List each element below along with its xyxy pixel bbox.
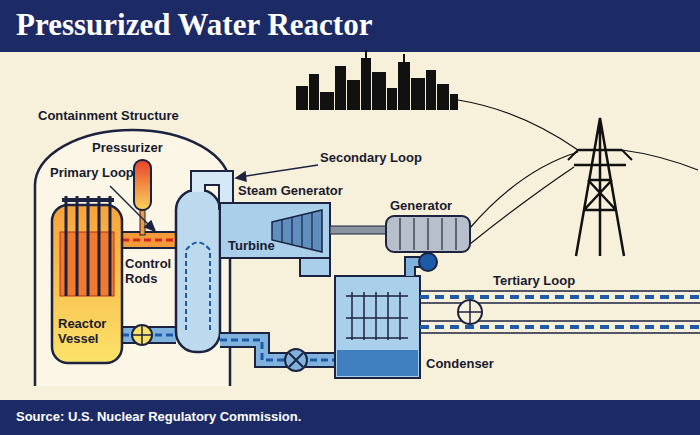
containment-dome bbox=[35, 130, 230, 386]
city-skyline bbox=[365, 50, 367, 58]
label-holder: Secondary Loop bbox=[320, 150, 422, 165]
hot-leg bbox=[122, 233, 176, 247]
city-skyline bbox=[403, 54, 405, 62]
city-skyline bbox=[426, 70, 436, 110]
city-skyline bbox=[372, 72, 386, 110]
condenser-tubes bbox=[346, 292, 408, 340]
caption: Source: U.S. Nuclear Regulatory Commissi… bbox=[16, 409, 301, 424]
part-label: Containment Structure bbox=[38, 108, 179, 123]
label-holder: Containment Structure bbox=[38, 108, 179, 123]
feed-pipe bbox=[220, 340, 337, 360]
city-skyline bbox=[398, 62, 410, 110]
part-label: Generator bbox=[390, 198, 452, 213]
generator-tubes bbox=[186, 243, 210, 331]
transmission-tower bbox=[568, 118, 632, 256]
shaft bbox=[330, 226, 386, 234]
condenser-tubes bbox=[346, 292, 408, 340]
label-holder: Generator bbox=[390, 198, 452, 213]
leader-arrows bbox=[240, 165, 318, 177]
generator-body bbox=[386, 216, 470, 252]
reactor-pump bbox=[132, 325, 152, 345]
generator-ribs bbox=[400, 218, 456, 250]
tertiary-loop bbox=[420, 297, 700, 327]
hot-leg-flow bbox=[122, 239, 176, 242]
feed-flow bbox=[220, 340, 337, 360]
label-holder: Control Rods bbox=[125, 256, 173, 286]
tertiary-pump bbox=[458, 300, 482, 324]
part-label: Primary Loop bbox=[50, 165, 134, 180]
turbine-rotor bbox=[272, 210, 322, 252]
leader-arrows bbox=[110, 186, 152, 228]
tertiary-pump-cross bbox=[458, 300, 482, 324]
title: Pressurized Water Reactor bbox=[16, 7, 372, 43]
condenser-water bbox=[337, 350, 418, 376]
feed-pump-cross bbox=[289, 353, 303, 367]
city-skyline bbox=[361, 58, 371, 110]
power-wires bbox=[470, 167, 574, 244]
turbine-casing bbox=[220, 203, 330, 258]
condenser-shell bbox=[335, 276, 420, 378]
transmission-tower bbox=[574, 118, 626, 256]
city-skyline bbox=[411, 78, 425, 110]
city-skyline bbox=[296, 86, 308, 110]
label-holder: Condenser bbox=[426, 356, 494, 371]
control-rods bbox=[66, 196, 110, 296]
power-wires bbox=[458, 100, 578, 150]
tertiary-loop bbox=[420, 291, 700, 333]
city-skyline bbox=[309, 74, 319, 110]
tertiary-loop bbox=[420, 291, 700, 333]
city-skyline bbox=[296, 50, 458, 110]
hot-leg-outline bbox=[122, 231, 176, 249]
city-skyline bbox=[320, 92, 334, 110]
label-holder: Tertiary Loop bbox=[493, 273, 575, 288]
city-skyline bbox=[335, 66, 346, 110]
condensate-pump bbox=[419, 253, 437, 271]
label-holder: Primary Loop bbox=[50, 165, 134, 180]
leader-arrows bbox=[236, 172, 246, 181]
feed-pump bbox=[285, 349, 307, 371]
label-holder: Steam Generator bbox=[238, 183, 343, 198]
label-holder: Pressurizer bbox=[92, 140, 163, 155]
leader-arrows bbox=[110, 165, 318, 231]
part-label: Pressurizer bbox=[92, 140, 163, 155]
feed-pipe-outline bbox=[220, 340, 337, 360]
city-skyline bbox=[387, 88, 397, 110]
part-label: Control Rods bbox=[125, 256, 173, 286]
city-skyline bbox=[437, 84, 449, 110]
label-holder: Reactor Vessel bbox=[58, 316, 116, 346]
city-skyline bbox=[347, 80, 360, 110]
turbine-blades bbox=[282, 213, 312, 250]
part-label: Turbine bbox=[228, 238, 275, 253]
cold-leg-outline bbox=[122, 326, 176, 344]
leader-arrows bbox=[145, 221, 155, 231]
part-label: Secondary Loop bbox=[320, 150, 422, 165]
label-holder: Turbine bbox=[228, 238, 275, 253]
control-rods bbox=[62, 196, 114, 296]
part-label: Tertiary Loop bbox=[493, 273, 575, 288]
part-label: Steam Generator bbox=[238, 183, 343, 198]
exhaust-duct bbox=[300, 258, 330, 276]
steam-generator bbox=[176, 190, 220, 352]
part-label: Condenser bbox=[426, 356, 494, 371]
pressurizer-tank bbox=[134, 160, 151, 210]
power-wires bbox=[458, 100, 698, 244]
control-rods bbox=[62, 198, 114, 202]
power-wires bbox=[622, 150, 698, 170]
power-wires bbox=[470, 152, 578, 228]
reactor-pump-cross bbox=[132, 325, 152, 345]
city-skyline bbox=[450, 94, 458, 110]
part-label: Reactor Vessel bbox=[58, 316, 116, 346]
